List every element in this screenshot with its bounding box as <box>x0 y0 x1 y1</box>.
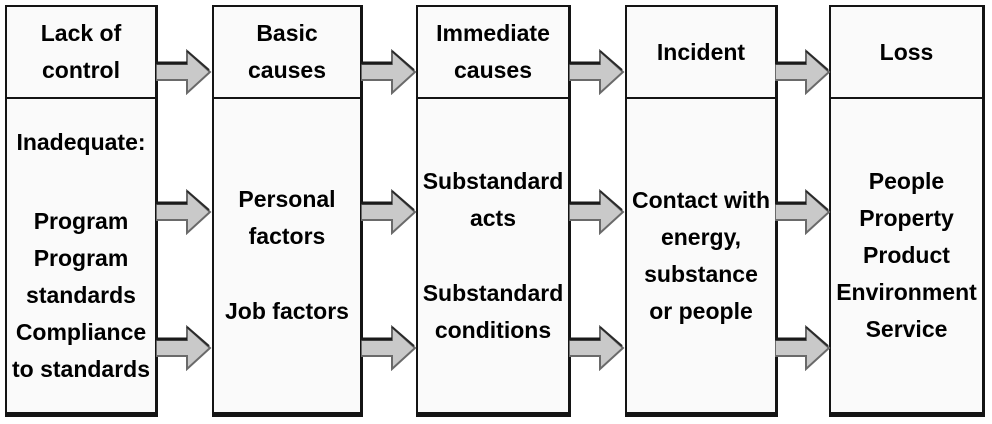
text-line: Job factors <box>225 298 349 324</box>
text-line: Immediate <box>436 20 550 46</box>
column-header-loss: Loss <box>831 7 982 99</box>
text-line: Incident <box>656 38 746 65</box>
flow-arrow-incident-to-loss-header <box>775 49 831 95</box>
text-line: Contact with <box>632 186 770 213</box>
column-header-basic-causes: Basic causes <box>214 7 360 99</box>
right-arrow-icon <box>156 325 212 371</box>
column-incident: Incident Contact with energy, substance or … <box>625 5 778 417</box>
text-group-substandard-conditions: Substandard conditions <box>423 275 564 349</box>
text-line: Property <box>859 205 954 231</box>
flow-arrow-immediate-to-incident-lower <box>569 325 625 371</box>
column-header-immediate-causes: Immediate causes <box>418 7 568 99</box>
column-body-basic-causes: Personal factors Job factors <box>214 99 360 412</box>
text-group-job-factors: Job factors <box>225 293 349 330</box>
right-arrow-icon <box>361 325 417 371</box>
flow-arrow-control-to-basic-lower <box>156 325 212 371</box>
column-header-lack-of-control: Lack of control <box>7 7 155 99</box>
text-line: substance <box>644 260 758 287</box>
text-line: causes <box>453 57 532 83</box>
text-line: Personal <box>238 186 336 212</box>
right-arrow-icon <box>361 49 417 95</box>
text-line: acts <box>469 204 517 231</box>
flow-arrow-incident-to-loss-lower <box>775 325 831 371</box>
text-group-personal-factors: Personal factors <box>238 181 335 255</box>
text-line: Program <box>33 244 129 271</box>
text-line: Product <box>863 242 950 268</box>
flow-arrow-basic-to-immediate-upper <box>361 189 417 235</box>
text-line: Substandard <box>422 279 564 306</box>
text-line: to standards <box>11 355 151 382</box>
flow-arrow-control-to-basic-header <box>156 49 212 95</box>
column-header-incident: Incident <box>627 7 775 99</box>
column-body-incident: Contact with energy, substance or people <box>627 99 775 412</box>
flow-arrow-basic-to-immediate-header <box>361 49 417 95</box>
flow-arrow-immediate-to-incident-upper <box>569 189 625 235</box>
text-line: Environment <box>836 279 977 305</box>
text-group-inadequate: Inadequate: <box>16 124 145 161</box>
right-arrow-icon <box>569 189 625 235</box>
flow-arrow-immediate-to-incident-header <box>569 49 625 95</box>
text-line: conditions <box>434 316 552 343</box>
text-line: Inadequate: <box>16 128 146 155</box>
text-line: People <box>868 168 945 194</box>
text-line: energy, <box>660 223 742 250</box>
right-arrow-icon <box>775 325 831 371</box>
right-arrow-icon <box>775 49 831 95</box>
text-line: Service <box>865 316 948 342</box>
text-line: Compliance <box>15 318 147 345</box>
column-immediate-causes: Immediate causes Substandard acts Substand… <box>416 5 571 417</box>
text-line: causes <box>247 57 326 83</box>
flow-arrow-control-to-basic-upper <box>156 189 212 235</box>
right-arrow-icon <box>156 189 212 235</box>
text-line: Lack of <box>40 20 122 46</box>
column-body-immediate-causes: Substandard acts Substandard conditions <box>418 99 568 412</box>
right-arrow-icon <box>156 49 212 95</box>
column-basic-causes: Basic causes Personal factors Job factors <box>212 5 363 417</box>
text-line: factors <box>248 223 326 249</box>
flow-arrow-incident-to-loss-upper <box>775 189 831 235</box>
right-arrow-icon <box>361 189 417 235</box>
right-arrow-icon <box>569 49 625 95</box>
text-line: Loss <box>879 38 934 65</box>
text-line: Basic <box>256 20 318 46</box>
text-line: standards <box>26 281 136 308</box>
text-group-contact: Contact with energy, substance or people <box>632 182 770 330</box>
text-line: control <box>42 57 120 83</box>
right-arrow-icon <box>569 325 625 371</box>
flow-arrow-basic-to-immediate-lower <box>361 325 417 371</box>
text-group-substandard-acts: Substandard acts <box>423 163 564 237</box>
text-line: or people <box>649 297 753 324</box>
right-arrow-icon <box>775 189 831 235</box>
text-line: Program <box>33 207 129 234</box>
text-line: Substandard <box>422 167 564 194</box>
